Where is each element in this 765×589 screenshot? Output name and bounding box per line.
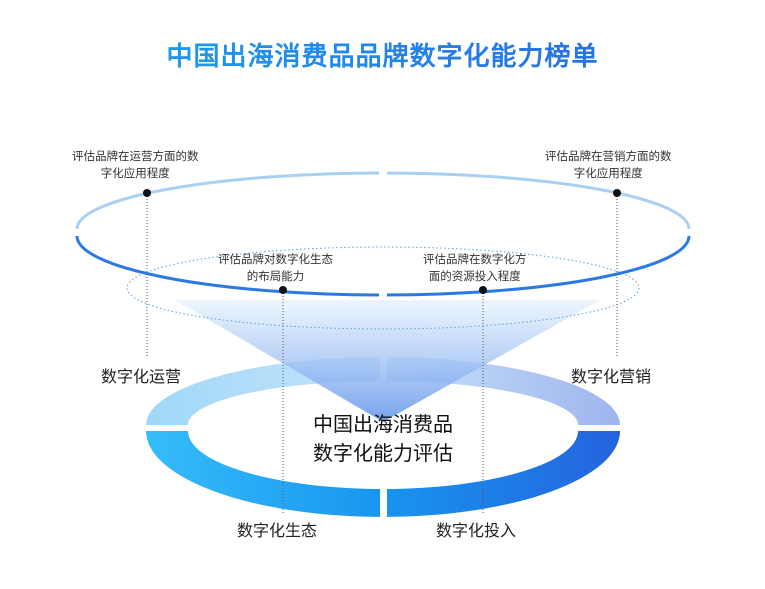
label-ecosystem: 数字化生态 [237, 521, 318, 540]
center-label-line2: 数字化能力评估 [313, 441, 453, 465]
center-label: 中国出海消费品 数字化能力评估 [283, 410, 483, 468]
ring-top-half [146, 357, 620, 425]
label-marketing: 数字化营销 [571, 367, 652, 386]
page-title: 中国出海消费品品牌数字化能力榜单 [0, 36, 765, 73]
note-operations: 评估品牌在运营方面的数 字化应用程度 [72, 148, 199, 182]
note-line: 评估品牌在运营方面的数 [72, 149, 199, 163]
center-label-line1: 中国出海消费品 [313, 412, 453, 436]
marker-dot [613, 189, 621, 197]
note-line: 评估品牌在数字化方 [423, 252, 527, 266]
ring-bottom-half [146, 431, 620, 517]
note-line: 的布局能力 [246, 269, 305, 283]
note-marketing: 评估品牌在营销方面的数 字化应用程度 [545, 148, 672, 182]
note-line: 字化应用程度 [100, 166, 170, 180]
inner-dotted-ellipse [126, 246, 640, 330]
marker-dot [279, 286, 287, 294]
note-investment: 评估品牌在数字化方 面的资源投入程度 [423, 251, 527, 285]
marker-dot [479, 286, 487, 294]
label-operations: 数字化运营 [101, 367, 182, 386]
note-line: 字化应用程度 [573, 166, 643, 180]
note-line: 评估品牌对数字化生态 [218, 252, 333, 266]
marker-dot [143, 189, 151, 197]
label-investment: 数字化投入 [436, 521, 517, 540]
projection-cone [175, 300, 600, 422]
note-line: 评估品牌在营销方面的数 [545, 149, 672, 163]
outer-ellipse-bottom [75, 235, 691, 297]
note-ecosystem: 评估品牌对数字化生态 的布局能力 [218, 251, 333, 285]
note-line: 面的资源投入程度 [428, 269, 521, 283]
